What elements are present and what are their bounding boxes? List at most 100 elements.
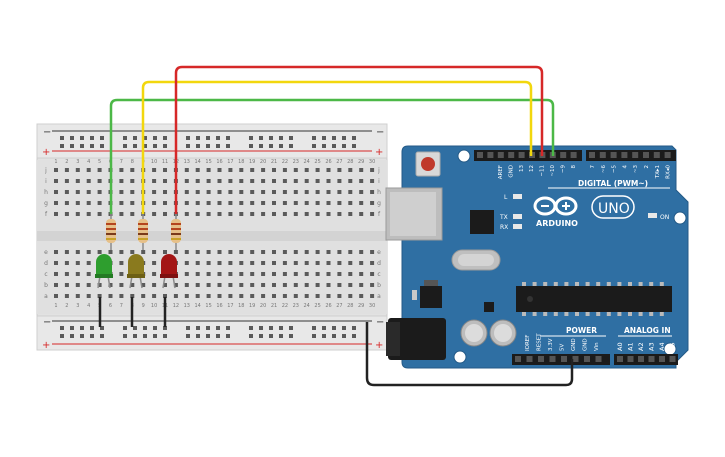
breadboard-hole[interactable] [228, 168, 233, 172]
header-socket[interactable] [632, 152, 639, 158]
breadboard-hole[interactable] [228, 294, 233, 298]
rail-hole[interactable] [123, 136, 127, 140]
rail-hole[interactable] [100, 326, 104, 330]
breadboard-hole[interactable] [348, 294, 353, 298]
breadboard-hole[interactable] [163, 201, 167, 205]
breadboard-hole[interactable] [184, 179, 189, 183]
breadboard-hole[interactable] [217, 168, 222, 172]
breadboard-hole[interactable] [315, 201, 320, 205]
breadboard-hole[interactable] [315, 212, 320, 216]
breadboard-hole[interactable] [272, 261, 276, 265]
breadboard-hole[interactable] [97, 294, 102, 298]
breadboard-hole[interactable] [359, 212, 364, 216]
breadboard-hole[interactable] [315, 179, 320, 183]
rail-hole[interactable] [216, 136, 220, 140]
breadboard-hole[interactable] [261, 294, 266, 298]
rail-hole[interactable] [196, 144, 200, 148]
header-socket[interactable] [595, 356, 602, 362]
breadboard-hole[interactable] [184, 283, 189, 287]
breadboard-hole[interactable] [239, 294, 244, 298]
breadboard-hole[interactable] [250, 283, 255, 287]
breadboard-hole[interactable] [184, 272, 189, 276]
rail-hole[interactable] [70, 334, 74, 338]
rail-hole[interactable] [143, 334, 147, 338]
breadboard-hole[interactable] [304, 201, 309, 205]
breadboard-hole[interactable] [195, 272, 200, 276]
breadboard-hole[interactable] [359, 261, 364, 265]
rail-hole[interactable] [153, 334, 157, 338]
breadboard-hole[interactable] [250, 250, 255, 254]
rail-hole[interactable] [163, 326, 167, 330]
header-socket[interactable] [643, 152, 649, 158]
breadboard-hole[interactable] [348, 168, 353, 172]
rail-hole[interactable] [90, 334, 94, 338]
breadboard-hole[interactable] [359, 201, 364, 205]
header-socket[interactable] [627, 356, 634, 362]
rail-hole[interactable] [80, 326, 84, 330]
rail-hole[interactable] [60, 136, 64, 140]
breadboard-hole[interactable] [54, 261, 58, 265]
breadboard-hole[interactable] [359, 294, 364, 298]
breadboard-hole[interactable] [228, 212, 233, 216]
rail-hole[interactable] [279, 334, 283, 338]
breadboard-hole[interactable] [64, 190, 69, 194]
breadboard-hole[interactable] [163, 179, 167, 183]
breadboard-hole[interactable] [370, 179, 375, 183]
breadboard-hole[interactable] [64, 212, 69, 216]
breadboard-hole[interactable] [239, 179, 244, 183]
header-socket[interactable] [561, 356, 567, 362]
breadboard-hole[interactable] [195, 168, 200, 172]
breadboard-hole[interactable] [54, 201, 58, 205]
breadboard-hole[interactable] [261, 212, 266, 216]
breadboard-hole[interactable] [282, 201, 287, 205]
breadboard-hole[interactable] [75, 283, 80, 287]
rail-hole[interactable] [100, 144, 104, 148]
breadboard-hole[interactable] [119, 212, 124, 216]
breadboard-hole[interactable] [75, 179, 80, 183]
breadboard-hole[interactable] [359, 179, 364, 183]
breadboard-hole[interactable] [239, 201, 244, 205]
rail-hole[interactable] [133, 136, 137, 140]
breadboard-hole[interactable] [119, 250, 124, 254]
rail-hole[interactable] [249, 326, 253, 330]
breadboard-hole[interactable] [250, 168, 255, 172]
breadboard-hole[interactable] [163, 250, 167, 254]
breadboard-hole[interactable] [272, 179, 276, 183]
rail-hole[interactable] [259, 136, 263, 140]
breadboard-hole[interactable] [337, 272, 342, 276]
breadboard-hole[interactable] [206, 179, 211, 183]
breadboard-hole[interactable] [54, 179, 58, 183]
rail-hole[interactable] [269, 136, 273, 140]
rail-hole[interactable] [312, 144, 316, 148]
breadboard-hole[interactable] [141, 283, 146, 287]
rail-hole[interactable] [186, 136, 190, 140]
wire-green[interactable] [109, 98, 555, 214]
rail-hole[interactable] [289, 136, 293, 140]
breadboard-hole[interactable] [97, 212, 102, 216]
breadboard-hole[interactable] [239, 168, 244, 172]
header-socket[interactable] [659, 356, 665, 362]
breadboard-hole[interactable] [272, 201, 276, 205]
breadboard-hole[interactable] [152, 179, 157, 183]
header-socket[interactable] [570, 152, 577, 158]
header-socket[interactable] [526, 356, 533, 362]
breadboard-hole[interactable] [348, 201, 353, 205]
rail-hole[interactable] [342, 326, 346, 330]
breadboard-hole[interactable] [348, 212, 353, 216]
rail-hole[interactable] [163, 136, 167, 140]
breadboard-hole[interactable] [217, 294, 222, 298]
breadboard-hole[interactable] [206, 272, 211, 276]
breadboard-hole[interactable] [304, 250, 309, 254]
led-yellow[interactable] [127, 254, 145, 289]
breadboard-hole[interactable] [119, 294, 124, 298]
header-socket[interactable] [599, 152, 606, 158]
breadboard-hole[interactable] [195, 294, 200, 298]
breadboard-hole[interactable] [348, 179, 353, 183]
breadboard-hole[interactable] [86, 272, 91, 276]
breadboard-hole[interactable] [206, 294, 211, 298]
breadboard-hole[interactable] [304, 283, 309, 287]
breadboard-hole[interactable] [108, 283, 113, 287]
header-socket[interactable] [653, 152, 660, 158]
breadboard-hole[interactable] [75, 294, 80, 298]
breadboard-hole[interactable] [315, 190, 320, 194]
